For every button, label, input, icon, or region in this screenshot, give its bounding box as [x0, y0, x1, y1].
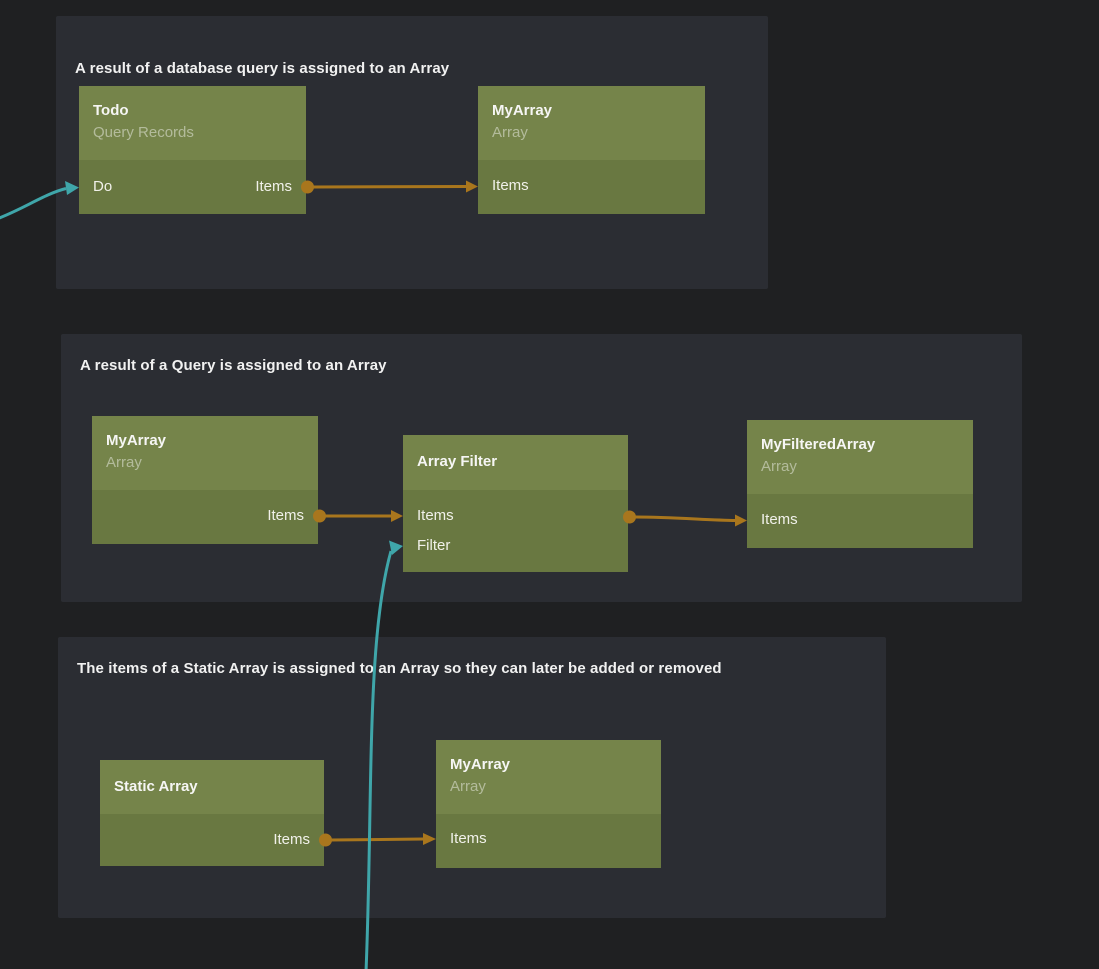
port-input-items[interactable]: Items — [417, 507, 454, 524]
node-title: MyFilteredArray — [761, 436, 876, 453]
node-subtitle: Array — [492, 124, 528, 141]
node-myarray-1[interactable]: MyArray Array Items — [478, 86, 705, 214]
node-header: MyArray Array — [92, 416, 318, 490]
node-myfilteredarray[interactable]: MyFilteredArray Array Items — [747, 420, 973, 548]
node-subtitle: Array — [761, 458, 797, 475]
node-header: Static Array — [100, 760, 324, 814]
port-input-do[interactable]: Do — [93, 178, 113, 195]
node-subtitle: Array — [106, 454, 142, 471]
node-header: Array Filter — [403, 435, 628, 490]
node-header: MyFilteredArray Array — [747, 420, 973, 494]
comment-group-title: A result of a database query is assigned… — [75, 60, 450, 77]
node-subtitle: Query Records — [93, 124, 194, 141]
port-input-filter[interactable]: Filter — [417, 537, 451, 554]
node-header: MyArray Array — [478, 86, 705, 160]
port-output-items[interactable]: Items — [273, 831, 310, 848]
node-title: MyArray — [450, 756, 511, 773]
port-input-items[interactable]: Items — [492, 177, 529, 194]
node-title: Static Array — [114, 778, 198, 795]
node-header: MyArray Array — [436, 740, 661, 814]
node-title: MyArray — [106, 432, 167, 449]
node-title: Array Filter — [417, 453, 498, 470]
comment-group-title: A result of a Query is assigned to an Ar… — [80, 357, 387, 374]
port-output-items[interactable]: Items — [267, 507, 304, 524]
port-output-items[interactable]: Items — [255, 178, 292, 195]
node-header: Todo Query Records — [79, 86, 306, 160]
node-title: MyArray — [492, 102, 553, 119]
node-array-filter[interactable]: Array Filter Items Filter — [403, 435, 628, 572]
comment-group-title: The items of a Static Array is assigned … — [77, 660, 722, 677]
port-input-items[interactable]: Items — [761, 511, 798, 528]
node-subtitle: Array — [450, 778, 486, 795]
port-input-items[interactable]: Items — [450, 830, 487, 847]
node-myarray-3[interactable]: MyArray Array Items — [436, 740, 661, 868]
node-title: Todo — [93, 102, 129, 119]
node-todo-query-records[interactable]: Todo Query Records Do Items — [79, 86, 306, 214]
node-myarray-2[interactable]: MyArray Array Items — [92, 416, 318, 544]
node-static-array[interactable]: Static Array Items — [100, 760, 324, 866]
